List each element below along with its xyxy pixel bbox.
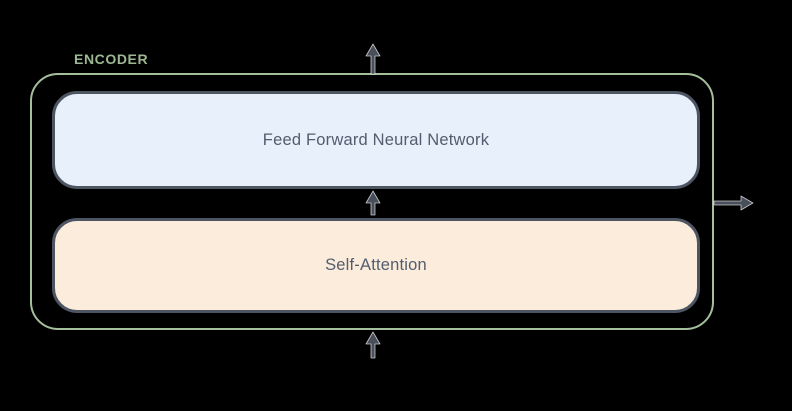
output-arrow-right-icon (713, 195, 754, 211)
self-attention-block: Self-Attention (52, 218, 700, 313)
encoder-label: ENCODER (74, 51, 149, 67)
feed-forward-block: Feed Forward Neural Network (52, 91, 700, 189)
feed-forward-label: Feed Forward Neural Network (262, 130, 490, 149)
self-attention-label: Self-Attention (325, 256, 427, 274)
input-arrow-up-icon (365, 331, 381, 359)
output-arrow-up-icon (365, 43, 381, 75)
